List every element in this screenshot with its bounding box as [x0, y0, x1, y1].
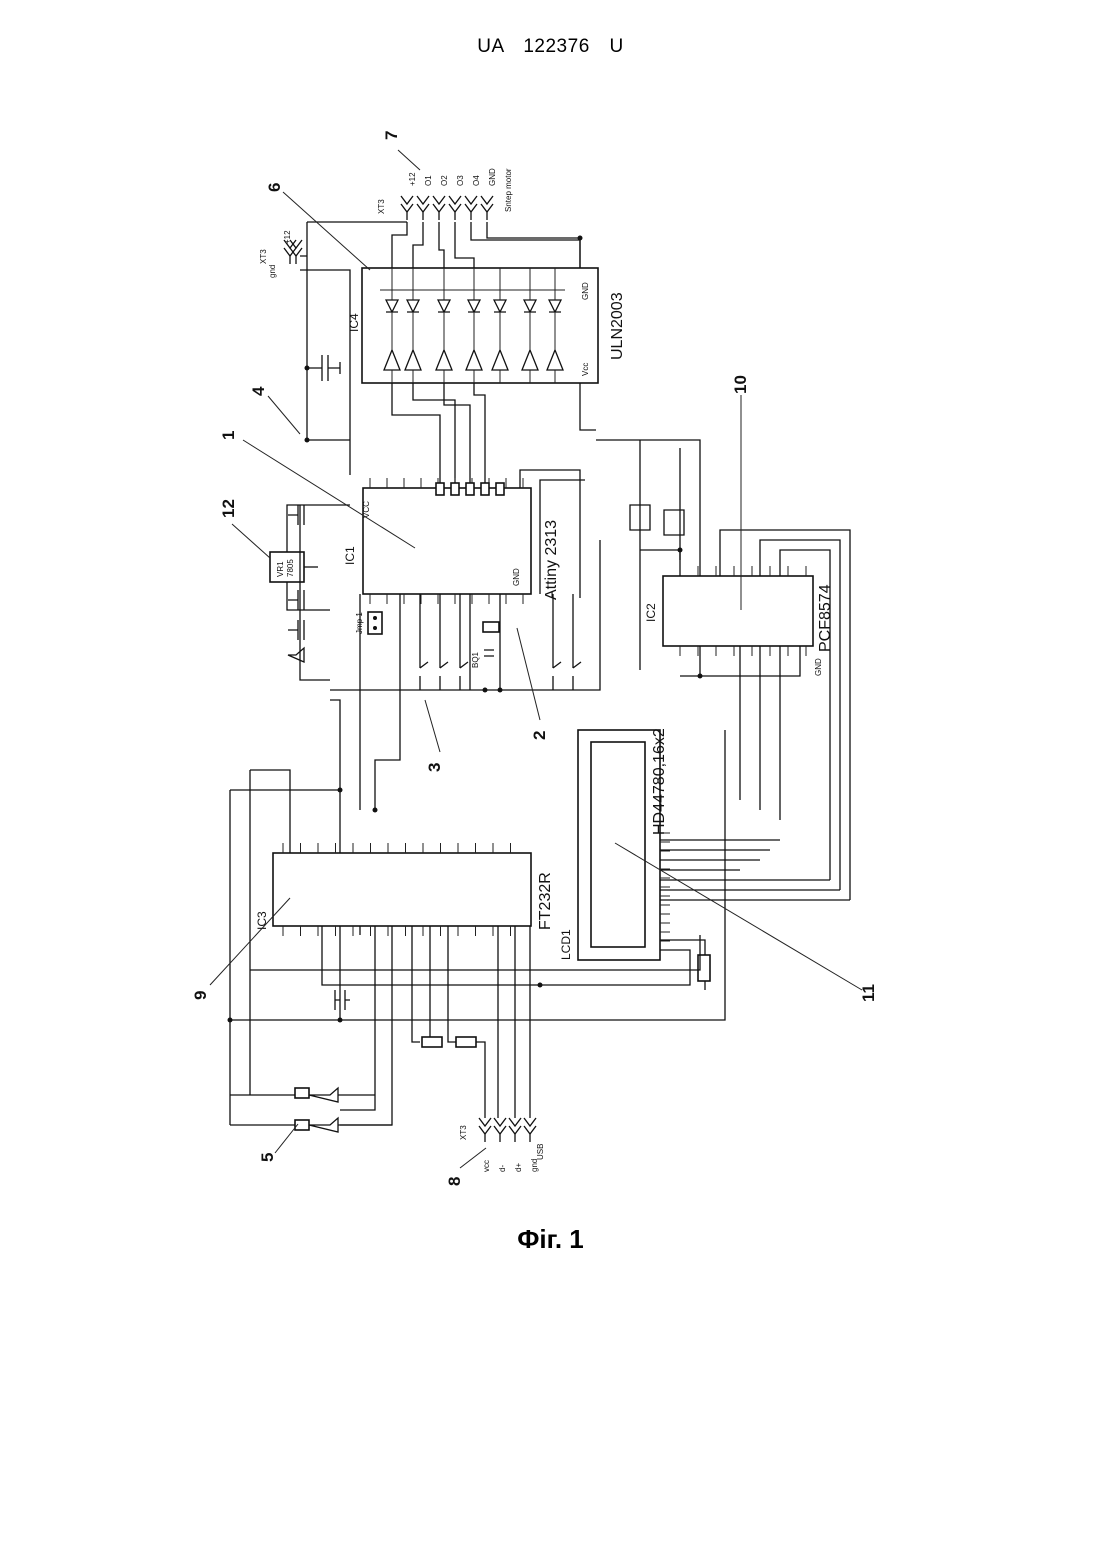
motor-pin-label: O2 — [440, 175, 449, 186]
callout-10: 10 — [731, 375, 750, 394]
motor-pin-label: +12 — [408, 172, 417, 186]
callout-5: 5 — [258, 1153, 277, 1162]
attiny-gnd-label: GND — [512, 568, 521, 586]
callout-4: 4 — [249, 386, 268, 396]
power-pin-label: gnd — [268, 265, 277, 278]
power-connector: XT3 +12 gnd — [259, 230, 350, 475]
callout-2: 2 — [530, 731, 549, 740]
callout-1: 1 — [219, 431, 238, 440]
usb-connector: XT3 USB vcc d- d+ gnd — [459, 1118, 545, 1172]
usb-connector-label: USB — [536, 1144, 545, 1160]
ft232r-part: FT232R — [537, 872, 554, 930]
usb-connector-pin — [524, 1118, 536, 1134]
voltage-regulator: VR1 7805 — [270, 505, 350, 680]
pcf8574-part: PCF8574 — [817, 584, 834, 652]
uln2003-chip: IC4 ULN2003 Vcc GND — [347, 268, 626, 383]
attiny-ref: IC1 — [343, 546, 357, 565]
motor-pin-label: O3 — [456, 175, 465, 186]
callout-6: 6 — [265, 183, 284, 192]
resistor — [466, 483, 474, 495]
regulator-ref: VR1 — [276, 561, 285, 577]
pcf8574-gnd-label: GND — [814, 658, 823, 676]
callout-9: 9 — [191, 991, 210, 1000]
usb-connector-pin — [479, 1118, 491, 1134]
uln2003-ref: IC4 — [347, 313, 361, 332]
capacitor-c7-c8 — [307, 355, 350, 440]
motor-connector-pin — [417, 196, 429, 212]
power-connector-ref: XT3 — [259, 249, 268, 264]
lcd-display: LCD1 HD44780,16x2 — [540, 728, 850, 990]
crystal: BQ1 — [470, 594, 500, 690]
resistor — [436, 483, 444, 495]
motor-connector-pin — [449, 196, 461, 212]
motor-pin-label: GND — [488, 168, 497, 186]
callout-11: 11 — [859, 984, 878, 1002]
power-pin-label: +12 — [283, 230, 292, 244]
resistor — [451, 483, 459, 495]
motor-pin-label: O4 — [472, 175, 481, 186]
usb-connector-pin — [494, 1118, 506, 1134]
usb-pin-label: d+ — [514, 1163, 523, 1172]
usb-pin-label: d- — [498, 1165, 507, 1172]
callout-7: 7 — [382, 131, 401, 140]
uln2003-gnd-label: GND — [581, 282, 590, 300]
motor-connector-pin — [433, 196, 445, 212]
figure-caption: Фіг. 1 — [0, 1224, 1101, 1255]
callout-12: 12 — [219, 499, 238, 518]
motor-connector-ref: XT3 — [377, 199, 386, 214]
lcd-ref: LCD1 — [559, 929, 573, 960]
motor-connector-label: Sntep motor — [504, 168, 513, 212]
uln2003-vcc-label: Vcc — [581, 363, 590, 376]
callout-8: 8 — [445, 1177, 464, 1186]
usb-pin-label: gnd — [530, 1159, 539, 1172]
usb-pin-label: vcc — [482, 1160, 491, 1172]
ft232r-ref: IC3 — [255, 911, 269, 930]
attiny-part: Attiny 2313 — [543, 520, 560, 600]
motor-connector-pin — [481, 196, 493, 212]
resistor — [496, 483, 504, 495]
motor-pin-label: O1 — [424, 175, 433, 186]
regulator-part: 7805 — [286, 559, 295, 577]
motor-connector-pin — [465, 196, 477, 212]
crystal-ref: BQ1 — [471, 651, 480, 668]
uln2003-part: ULN2003 — [609, 292, 626, 360]
attiny-chip: IC1 Attiny 2313 VCC GND — [343, 470, 585, 604]
usb-connector-ref: XT3 — [459, 1125, 468, 1140]
pcf8574-ref: IC2 — [644, 603, 658, 622]
jumper: Jmp 1 — [355, 612, 382, 634]
resistor — [481, 483, 489, 495]
motor-connector-pin — [401, 196, 413, 212]
motor-connector: XT3 Sntep motor +12 O1 O2 O3 O4 GND — [377, 168, 513, 220]
usb-connector-pin — [509, 1118, 521, 1134]
callout-3: 3 — [425, 763, 444, 772]
lcd-part: HD44780,16x2 — [651, 728, 668, 835]
